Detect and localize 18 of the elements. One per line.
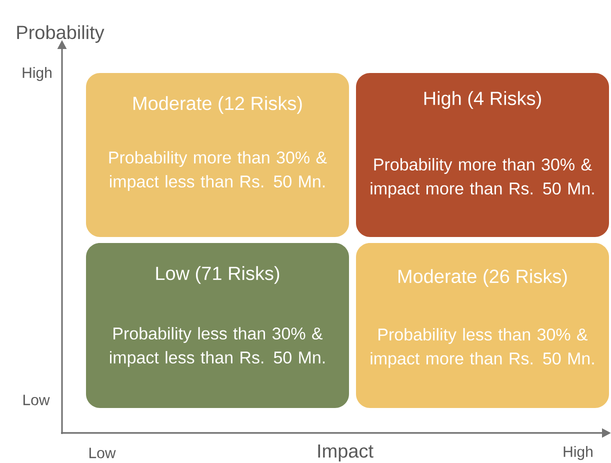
axis-label: Probability <box>17 25 104 43</box>
box-text: Probability less than 30% & impact less than Rs. 50 Mn. <box>110 327 325 367</box>
box-heading: Low (71 Risks) <box>156 266 280 284</box>
axis-label: Low <box>23 394 50 406</box>
axis-label: High <box>564 446 592 460</box>
box-text: Probability less than 30% & impact more than Rs. 50 Mn. <box>370 328 594 368</box>
risk-box <box>86 243 349 408</box>
axis-label: High <box>22 67 52 81</box>
risk-box <box>356 243 609 408</box>
box-text: Probability more than 30% & impact more than Rs. 50 Mn. <box>370 158 594 198</box>
box-text: Probability more than 30% & impact less than Rs. 50 Mn. <box>109 151 327 191</box>
box-heading: Moderate (26 Risks) <box>398 269 567 287</box>
box-heading: High (4 Risks) <box>424 91 541 109</box>
risk-box <box>356 73 609 237</box>
axis-label: Low <box>89 448 116 458</box>
risk-box <box>86 73 349 237</box>
box-heading: Moderate (12 Risks) <box>134 96 302 114</box>
axis-label: Impact <box>318 444 374 462</box>
